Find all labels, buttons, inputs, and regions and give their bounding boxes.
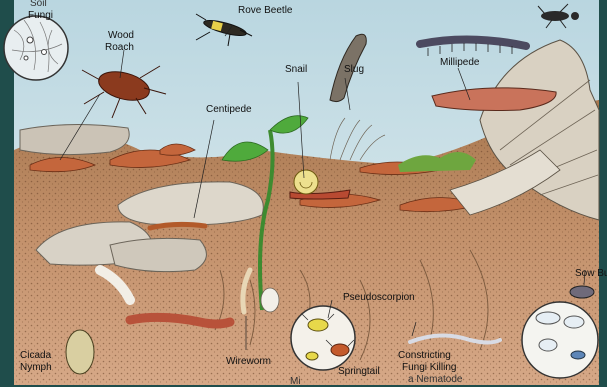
fungi-circle-icon: [4, 16, 68, 80]
label-constricting-line1: Constricting: [398, 350, 451, 361]
label-slug: Slug: [344, 64, 364, 75]
label-snail: Snail: [285, 64, 307, 75]
label-soil-fungi-line1: Soil: [30, 0, 47, 9]
label-wood-roach-line1: Wood: [108, 30, 134, 41]
label-mites-cut: Mi: [290, 376, 301, 387]
cicada-nymph: [66, 330, 94, 374]
label-wood-roach-line2: Roach: [105, 42, 134, 53]
label-soil-fungi-line2: Fungi: [28, 10, 53, 21]
protozoa-circle-icon: [522, 302, 598, 378]
label-constricting-line3: a Nematode: [408, 374, 462, 385]
label-pseudoscorpion: Pseudoscorpion: [343, 292, 415, 303]
label-rove-beetle: Rove Beetle: [238, 5, 292, 16]
label-springtail: Springtail: [338, 366, 380, 377]
label-cicada-line2: Nymph: [20, 362, 52, 373]
label-centipede: Centipede: [206, 104, 252, 115]
label-constricting-line2: Fungi Killing: [402, 362, 456, 373]
sow-bug: [570, 286, 594, 298]
label-millipede: Millipede: [440, 57, 479, 68]
label-cicada-line1: Cicada: [20, 350, 51, 361]
mites-circle-icon: [291, 306, 355, 370]
label-wireworm: Wireworm: [226, 356, 271, 367]
label-sow-bug: Sow Bu: [575, 268, 607, 279]
